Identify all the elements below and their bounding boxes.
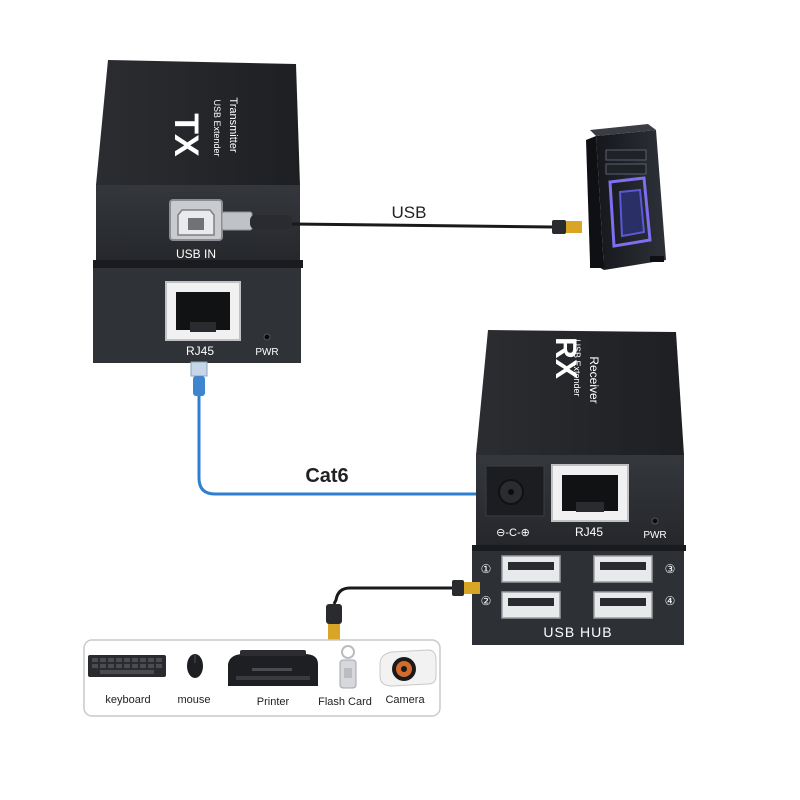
usb-a-plug-boot	[552, 220, 566, 234]
usb-b-plug	[221, 211, 253, 231]
rx-brand-line2: Receiver	[587, 356, 601, 403]
hub-cable-line	[332, 586, 452, 605]
tx-rj45-boot	[193, 376, 205, 396]
hub-usb-a-plug	[464, 582, 480, 594]
rx-port-number-3: ③	[665, 562, 676, 576]
tx-rj45-label: RJ45	[186, 344, 214, 358]
rx-rj45-port[interactable]	[551, 464, 629, 522]
device-label-camera: Camera	[385, 694, 425, 706]
tx-rj45-plug	[190, 361, 208, 377]
rx-brand-line1: USB Extender	[572, 339, 582, 396]
device-usb-plug	[328, 624, 340, 640]
rx-rj45-label: RJ45	[575, 525, 603, 539]
hub-usb-cable	[326, 580, 480, 640]
tx-badge: TX	[167, 113, 205, 157]
rx-port-number-4: ④	[665, 594, 676, 608]
rx-top-face	[476, 330, 684, 455]
rx-pwr-led	[651, 517, 659, 525]
rx-port-number-2: ②	[481, 594, 492, 608]
device-label-flash-card: Flash Card	[318, 696, 372, 708]
transmitter-unit: TX USB Extender Transmitter USB IN RJ45 …	[93, 60, 303, 363]
tx-divider	[93, 260, 303, 268]
rx-usb-port-2[interactable]	[501, 591, 561, 619]
keyboard-icon	[88, 655, 166, 677]
rx-dc-jack[interactable]	[485, 465, 545, 517]
rx-badge: RX	[549, 337, 582, 379]
tx-brand-line1: USB Extender	[212, 99, 222, 156]
hub-usb-a-boot	[452, 580, 464, 596]
tx-rj45-port[interactable]	[165, 281, 241, 341]
tx-usb-label: USB IN	[176, 247, 216, 261]
printer-icon	[228, 650, 318, 686]
usb-b-plug-boot	[250, 215, 292, 229]
rx-port-number-1: ①	[481, 562, 492, 576]
rx-usb-port-4[interactable]	[593, 591, 653, 619]
usb-cable	[221, 211, 582, 234]
device-usb-boot	[326, 604, 342, 624]
flash-drive-icon	[339, 645, 357, 689]
camera-icon	[379, 649, 437, 687]
rx-divider	[472, 545, 686, 551]
cat6-cable-line	[197, 396, 516, 496]
cat6-label: Cat6	[305, 465, 348, 487]
usb-a-plug	[566, 221, 582, 233]
tx-pwr-label: PWR	[255, 347, 278, 358]
rx-pwr-label: PWR	[643, 530, 666, 541]
usb-cable-line	[291, 222, 553, 229]
device-label-printer: Printer	[257, 696, 290, 708]
rx-usb-port-3[interactable]	[593, 555, 653, 583]
tx-usb-b-port[interactable]	[169, 199, 223, 241]
mouse-icon	[187, 654, 203, 678]
rx-dc-label: ⊖-C-⊕	[496, 527, 530, 539]
device-label-mouse: mouse	[177, 694, 210, 706]
rx-usb-port-1[interactable]	[501, 555, 561, 583]
pc-tower-icon	[586, 124, 666, 270]
usb-cable-label: USB	[392, 203, 427, 222]
tx-pwr-led	[263, 333, 271, 341]
tx-brand-line2: Transmitter	[227, 97, 239, 153]
tx-top-face	[96, 60, 300, 185]
device-label-keyboard: keyboard	[105, 694, 150, 706]
rx-usb-hub-label: USB HUB	[543, 624, 612, 640]
receiver-unit: RX USB Extender Receiver ⊖-C-⊕ RJ45 PWR	[472, 330, 686, 645]
